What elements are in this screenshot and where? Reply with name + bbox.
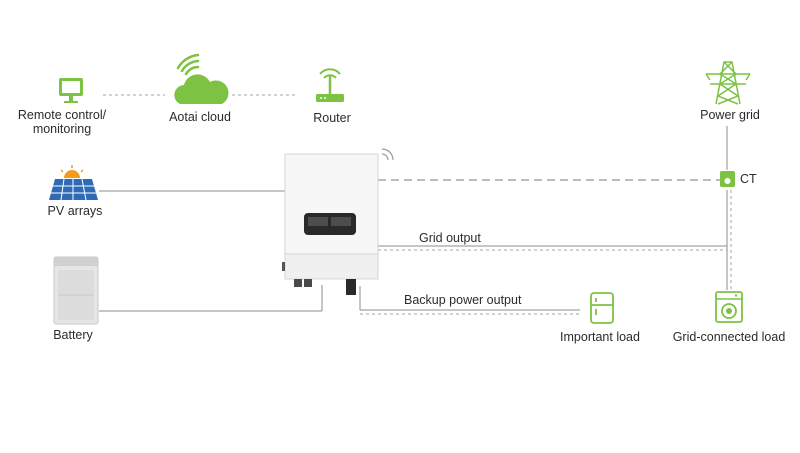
power-grid-label: Power grid xyxy=(700,108,760,122)
battery-label: Battery xyxy=(53,328,93,342)
monitor-icon xyxy=(59,78,83,103)
pv-arrays-label: PV arrays xyxy=(47,204,103,218)
power-tower-icon xyxy=(705,61,751,105)
remote-monitoring-label: Remote control/ monitoring xyxy=(17,108,107,136)
battery-cabinet-icon xyxy=(53,256,99,325)
refrigerator-icon xyxy=(590,292,614,324)
washing-machine-icon xyxy=(715,291,743,323)
backup-power-output-label: Backup power output xyxy=(404,293,522,307)
grid-output-label: Grid output xyxy=(419,231,481,245)
hybrid-inverter-icon xyxy=(282,148,394,295)
cloud-wifi-icon xyxy=(174,53,229,104)
connection-lines xyxy=(99,94,732,315)
grid-connected-load-label: Grid-connected load xyxy=(672,330,786,344)
important-load-label: Important load xyxy=(560,330,640,344)
aotai-cloud-label: Aotai cloud xyxy=(169,110,231,124)
ct-sensor-icon xyxy=(720,171,735,187)
router-label: Router xyxy=(313,111,351,125)
ct-label: CT xyxy=(740,172,757,186)
solar-panel-icon xyxy=(49,165,98,201)
router-icon xyxy=(316,68,344,102)
